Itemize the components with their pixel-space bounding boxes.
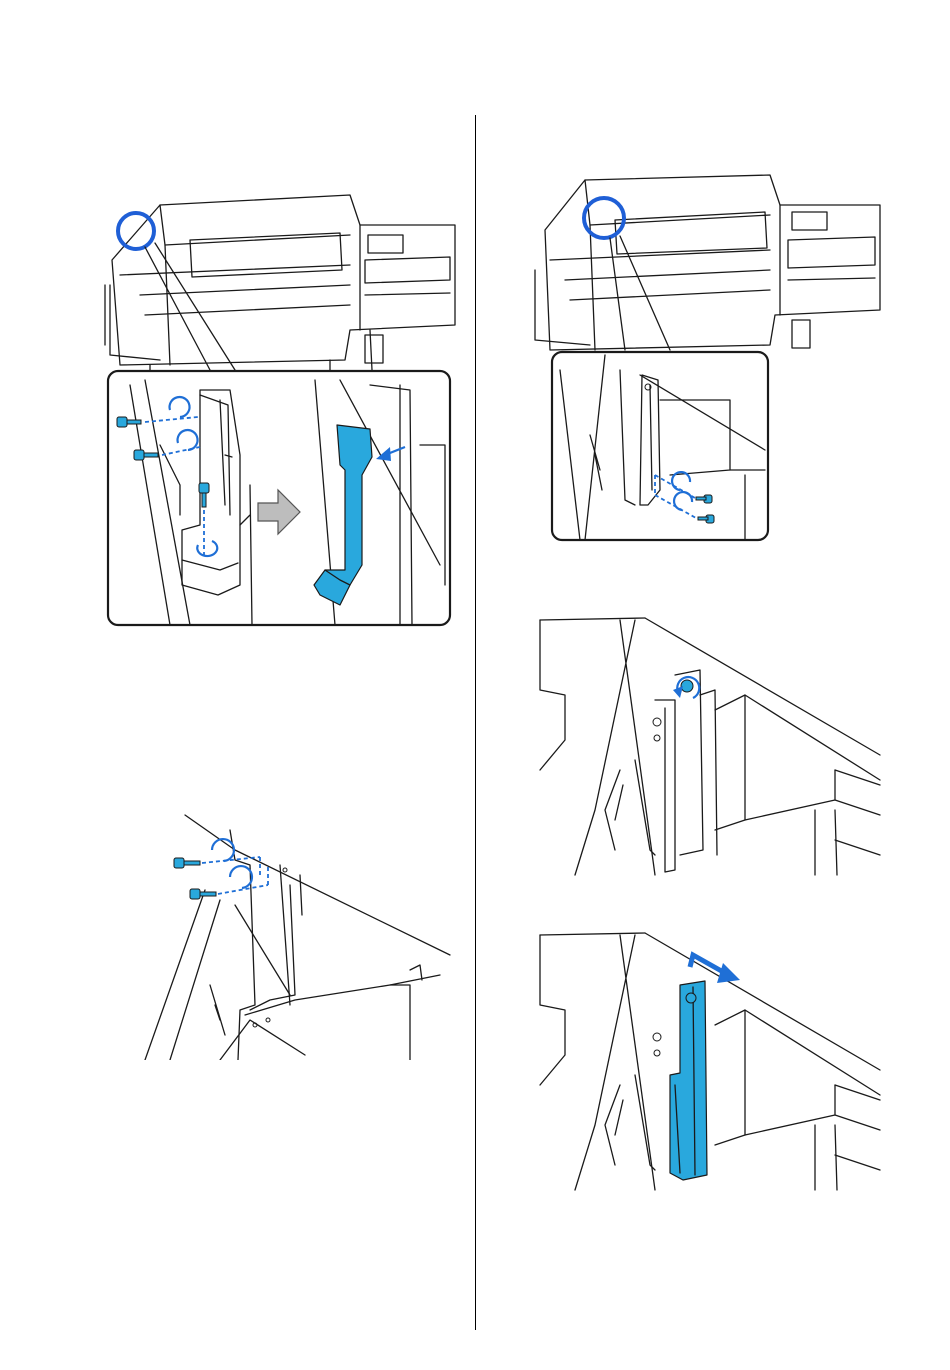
panel-illustration [540,618,880,875]
screw-icon [686,993,696,1003]
screw-icon [681,680,693,692]
rotate-arrow-icon [230,866,252,888]
column-divider [475,115,476,1330]
screw-icon [174,858,200,868]
panel-illustration [540,933,880,1190]
zoom-highlight-ring [118,213,154,249]
slide-bracket-figure [535,925,885,1195]
printer-illustration [105,195,455,375]
zoom-highlight-ring [584,198,624,238]
printer-illustration [535,175,880,350]
zoom-callout-box [552,352,768,540]
printer-overview-figure-right [530,170,890,545]
slide-arrow-icon [690,955,740,983]
printer-overview-figure-left [100,185,460,630]
highlighted-bracket [670,981,707,1180]
panel-illustration [145,815,450,1060]
tighten-screw-figure [535,610,885,880]
left-panel-screws-figure [140,805,460,1060]
